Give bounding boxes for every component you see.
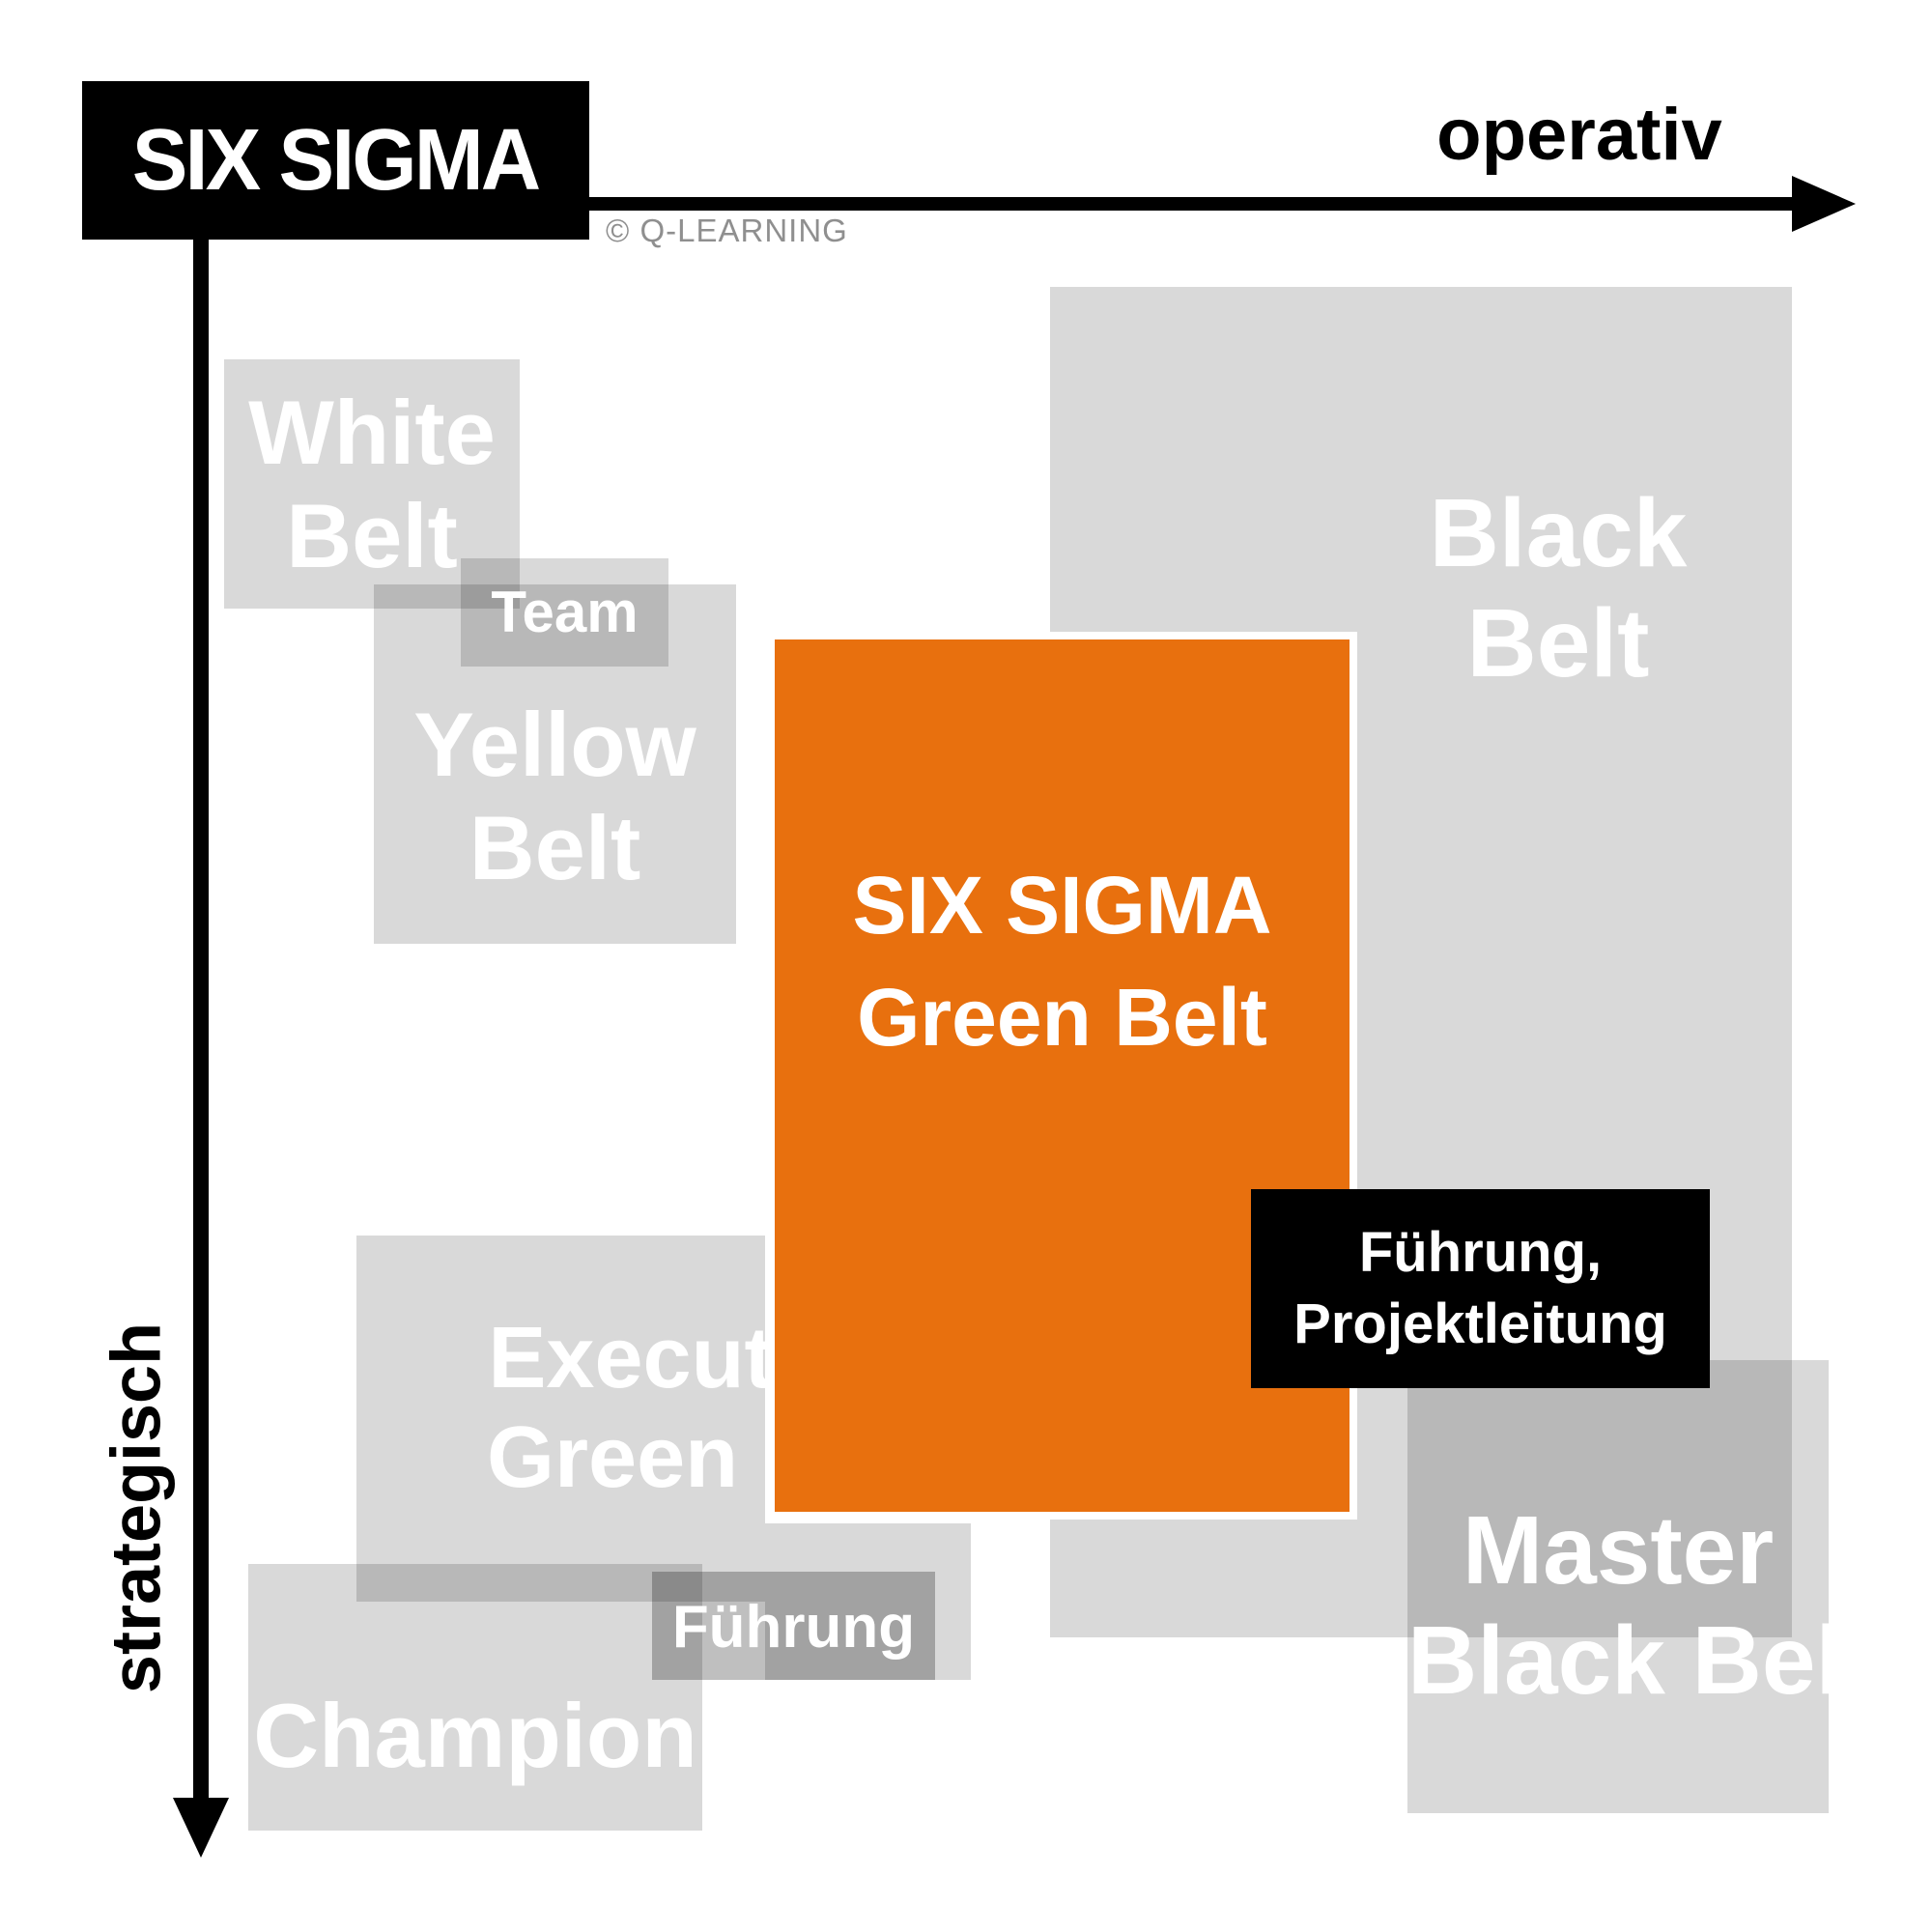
x-axis-arrowhead-icon [1792,176,1856,232]
white-belt-line2: Belt [286,485,458,587]
yellow-belt-line2: Belt [469,797,641,899]
x-axis-line [589,197,1795,211]
title-box: SIX SIGMA [82,81,589,240]
box-yellow-belt: Yellow Belt [374,584,736,944]
x-axis-label: operativ [1436,94,1722,176]
y-axis-arrowhead-icon [173,1798,229,1858]
master-line2: Black Belt [1407,1606,1875,1715]
green-belt-label: SIX SIGMA Green Belt [775,850,1350,1074]
box-fuehrung: Führung [652,1572,935,1680]
white-belt-label: White Belt [224,381,520,587]
yellow-belt-label: Yellow Belt [374,693,736,899]
master-line1: Master [1462,1496,1775,1605]
yellow-belt-line1: Yellow [413,694,696,795]
copyright-text: © Q-LEARNING [606,213,848,248]
box-champion: Champion [248,1564,702,1831]
y-axis-label: strategisch [98,1321,176,1694]
white-belt-line1: White [248,382,496,483]
box-white-belt: White Belt [224,359,520,609]
page-title: SIX SIGMA [132,111,541,209]
black-belt-label: Black Belt [1187,478,1929,698]
callout-line2: Projektleitung [1293,1293,1667,1355]
black-belt-line2: Belt [1466,589,1650,697]
box-team: Team [461,558,668,667]
master-black-belt-label: Master Black Belt [1407,1495,1875,1716]
box-master-black-belt: Master Black Belt [1407,1360,1875,1813]
callout-fuehrung-projektleitung: Führung, Projektleitung [1251,1189,1710,1388]
green-belt-line1: SIX SIGMA [852,860,1272,951]
box-executive-green-belt: Executive Green Belt [356,1236,926,1602]
box-fuehrung-backdrop [765,1523,971,1680]
green-belt-line2: Green Belt [857,971,1267,1063]
callout-line1: Führung, [1358,1220,1603,1284]
black-belt-line1: Black [1429,479,1688,587]
y-axis-line [193,238,209,1799]
team-label: Team [491,580,639,644]
fuehrung-label: Führung [671,1594,916,1661]
champion-label: Champion [253,1685,697,1786]
